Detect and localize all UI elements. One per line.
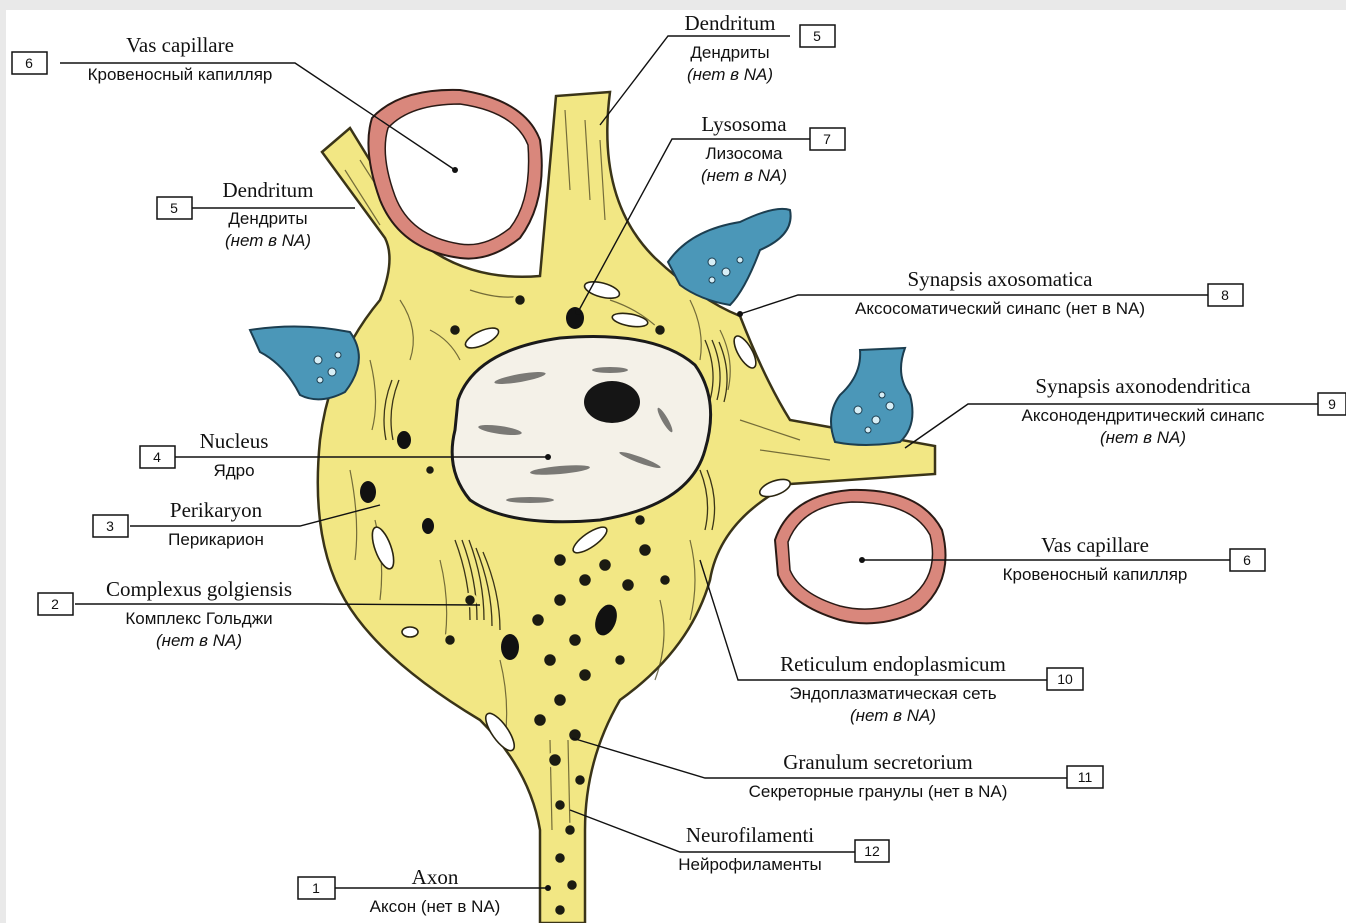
svg-text:Synapsis axosomatica: Synapsis axosomatica [908,267,1094,291]
label-perikaryon: 3 Perikaryon Перикарион [93,498,264,549]
svg-text:Vas capillare: Vas capillare [1041,533,1149,557]
svg-text:5: 5 [813,28,821,44]
svg-text:11: 11 [1078,769,1093,785]
svg-text:Эндоплазматическая сеть: Эндоплазматическая сеть [789,684,996,703]
svg-text:7: 7 [823,131,831,147]
svg-text:(нет в NA): (нет в NA) [850,706,936,725]
capillary-right [775,490,946,623]
label-reticulum-endoplasmicum: 10 Reticulum endoplasmicum Эндоплазматич… [780,652,1083,725]
svg-text:6: 6 [25,55,33,71]
svg-text:Dendritum: Dendritum [223,178,314,202]
label-lysosoma: 7 Lysosoma Лизосома (нет в NA) [701,112,845,185]
svg-text:(нет в NA): (нет в NA) [1100,428,1186,447]
label-nucleus: 4 Nucleus Ядро [140,429,268,480]
svg-text:1: 1 [312,880,320,896]
svg-text:Neurofilamenti: Neurofilamenti [686,823,814,847]
nucleus [452,337,710,522]
label-vas-capillare-right: 6 Vas capillare Кровеносный капилляр [1003,533,1265,584]
svg-text:Комплекс Гольджи: Комплекс Гольджи [125,609,272,628]
svg-text:Vas capillare: Vas capillare [126,33,234,57]
svg-text:10: 10 [1057,671,1073,687]
label-neurofilamenti: 12 Neurofilamenti Нейрофиламенты [678,823,889,874]
svg-text:Complexus golgiensis: Complexus golgiensis [106,577,292,601]
label-complexus-golgiensis: 2 Complexus golgiensis Комплекс Гольджи … [38,577,292,650]
svg-text:Axon: Axon [412,865,459,889]
synapse-left [250,326,359,399]
svg-text:Лизосома: Лизосома [706,144,784,163]
svg-text:Кровеносный капилляр: Кровеносный капилляр [88,65,273,84]
svg-text:(нет в NA): (нет в NA) [687,65,773,84]
svg-text:Reticulum endoplasmicum: Reticulum endoplasmicum [780,652,1006,676]
svg-text:Кровеносный капилляр: Кровеносный капилляр [1003,565,1188,584]
svg-text:8: 8 [1221,287,1229,303]
svg-text:Dendritum: Dendritum [685,11,776,35]
svg-text:12: 12 [864,843,880,859]
svg-text:Perikaryon: Perikaryon [170,498,263,522]
label-axon: 1 Axon Аксон (нет в NA) [298,865,500,916]
svg-text:(нет в NA): (нет в NA) [701,166,787,185]
svg-text:9: 9 [1328,396,1336,412]
svg-text:Дендриты: Дендриты [690,43,769,62]
svg-text:Аксон (нет в NA): Аксон (нет в NA) [370,897,501,916]
label-dendritum-left: 5 Dendritum Дендриты (нет в NA) [157,178,313,250]
svg-text:Ядро: Ядро [213,461,254,480]
svg-text:Нейрофиламенты: Нейрофиламенты [678,855,822,874]
label-synapsis-axosomatica: 8 Synapsis axosomatica Аксосоматический … [855,267,1243,318]
svg-text:Аксосоматический синапс (нет в: Аксосоматический синапс (нет в NA) [855,299,1145,318]
svg-text:Аксонодендритический синапс: Аксонодендритический синапс [1021,406,1265,425]
svg-text:Дендриты: Дендриты [228,209,307,228]
svg-text:2: 2 [51,596,59,612]
svg-text:(нет в NA): (нет в NA) [225,231,311,250]
label-synapsis-axonodendritica: 9 Synapsis axonodendritica Аксонодендрит… [1021,374,1346,447]
svg-text:Nucleus: Nucleus [200,429,269,453]
svg-text:Перикарион: Перикарион [168,530,264,549]
svg-text:4: 4 [153,449,161,465]
svg-text:3: 3 [106,518,114,534]
svg-text:Секреторные гранулы (нет в NA): Секреторные гранулы (нет в NA) [749,782,1008,801]
nucleolus [584,381,640,423]
label-granulum-secretorium: 11 Granulum secretorium Секреторные гран… [749,750,1103,801]
svg-text:Granulum secretorium: Granulum secretorium [783,750,973,774]
svg-text:Synapsis axonodendritica: Synapsis axonodendritica [1035,374,1251,398]
label-vas-capillare-left: 6 Vas capillare Кровеносный капилляр [12,33,272,84]
svg-text:Lysosoma: Lysosoma [701,112,787,136]
svg-text:6: 6 [1243,552,1251,568]
synapse-axodendritic [831,348,912,445]
svg-text:(нет в NA): (нет в NA) [156,631,242,650]
label-dendritum-top: 5 Dendritum Дендриты (нет в NA) [685,11,835,84]
svg-text:5: 5 [170,200,178,216]
